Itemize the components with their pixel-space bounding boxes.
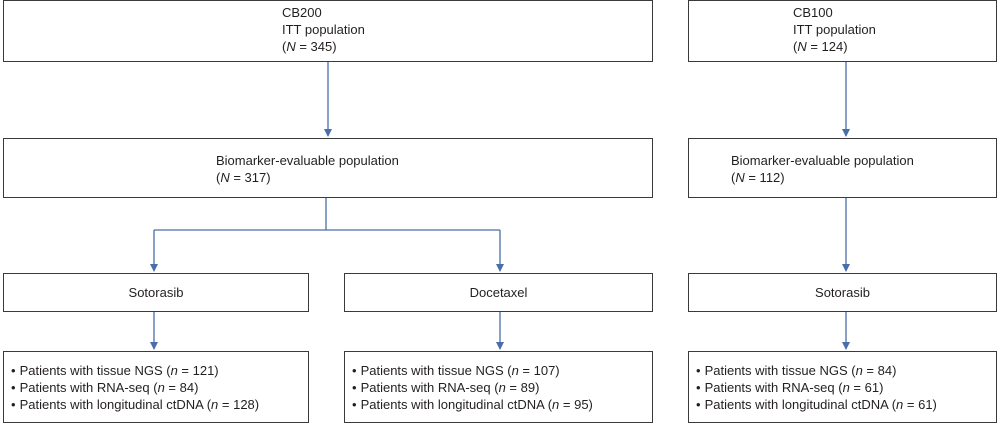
cb100-sotorasib-box: Sotorasib <box>688 273 997 312</box>
cb200-itt-box: CB200 ITT population (N = 345) <box>3 0 653 62</box>
cb200-sotorasib-details-box: Patients with tissue NGS (n = 121) Patie… <box>3 351 309 423</box>
cb100-sotorasib-label: Sotorasib <box>815 285 870 300</box>
cb100-biomarker-label: Biomarker-evaluable population <box>731 153 914 168</box>
cb100-itt-label: ITT population <box>793 22 876 37</box>
list-item: Patients with tissue NGS (n = 84) <box>696 362 937 379</box>
cb200-biomarker-box: Biomarker-evaluable population (N = 317) <box>3 138 653 198</box>
list-item: Patients with longitudinal ctDNA (n = 12… <box>11 396 260 413</box>
cb100-itt-n: (N = 124) <box>793 39 848 54</box>
list-item: Patients with RNA-seq (n = 89) <box>352 379 593 396</box>
list-item: Patients with RNA-seq (n = 84) <box>11 379 259 396</box>
list-item: Patients with longitudinal ctDNA (n = 61… <box>696 396 937 413</box>
cb200-docetaxel-label: Docetaxel <box>469 285 528 300</box>
cb100-sotorasib-details-box: Patients with tissue NGS (n = 84) Patien… <box>688 351 997 423</box>
list-item: Patients with tissue NGS (n = 107) <box>352 362 593 379</box>
cb200-itt-label: ITT population <box>282 22 365 37</box>
cb200-itt-n: (N = 345) <box>282 39 337 54</box>
cb200-sotorasib-label: Sotorasib <box>128 285 184 300</box>
cb100-biomarker-n: (N = 112) <box>731 170 785 185</box>
cb200-biomarker-n: (N = 317) <box>216 170 271 185</box>
cb200-biomarker-label: Biomarker-evaluable population <box>216 153 399 168</box>
cb200-docetaxel-details-box: Patients with tissue NGS (n = 107) Patie… <box>344 351 653 423</box>
list-item: Patients with RNA-seq (n = 61) <box>696 379 937 396</box>
list-item: Patients with tissue NGS (n = 121) <box>11 362 259 379</box>
cb200-cohort-name: CB200 <box>282 5 322 20</box>
list-item: Patients with longitudinal ctDNA (n = 95… <box>352 396 593 413</box>
cb100-itt-box: CB100 ITT population (N = 124) <box>688 0 997 62</box>
cb100-biomarker-box: Biomarker-evaluable population (N = 112) <box>688 138 997 198</box>
cb200-sotorasib-box: Sotorasib <box>3 273 309 312</box>
cb200-docetaxel-box: Docetaxel <box>344 273 653 312</box>
cb100-cohort-name: CB100 <box>793 5 833 20</box>
